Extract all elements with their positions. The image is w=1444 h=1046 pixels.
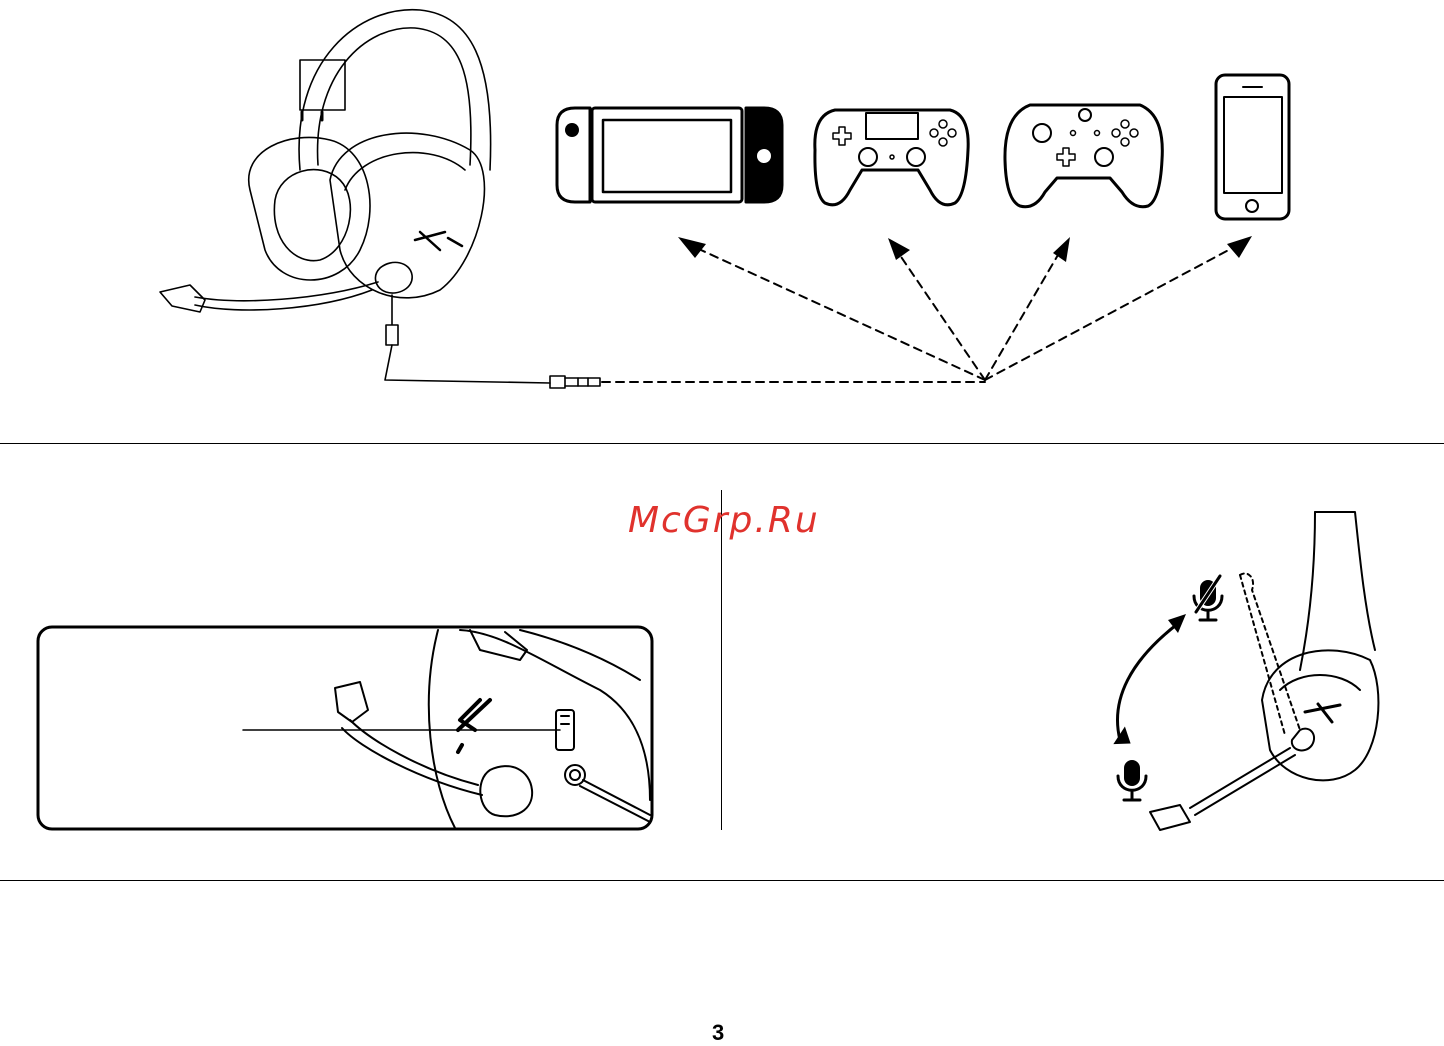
- mobile-phone-icon: [1216, 75, 1289, 219]
- section-divider-top: [0, 443, 1444, 444]
- connection-lines: [602, 245, 1238, 382]
- mic-icon: [1118, 760, 1146, 800]
- mic-muted-icon: [1194, 576, 1222, 620]
- ps4-controller-icon: [815, 110, 968, 205]
- nintendo-switch-icon: [557, 108, 782, 202]
- callout-frame: [38, 627, 652, 829]
- section-divider-bottom: [0, 880, 1444, 881]
- connection-diagram: [0, 0, 1444, 440]
- column-divider: [721, 490, 722, 830]
- arrowheads: [678, 236, 1252, 262]
- page-number: 3: [712, 1020, 724, 1046]
- xbox-controller-icon: [1005, 105, 1162, 207]
- headset-illustration: [160, 10, 600, 388]
- watermark-text: McGrp.Ru: [628, 500, 820, 541]
